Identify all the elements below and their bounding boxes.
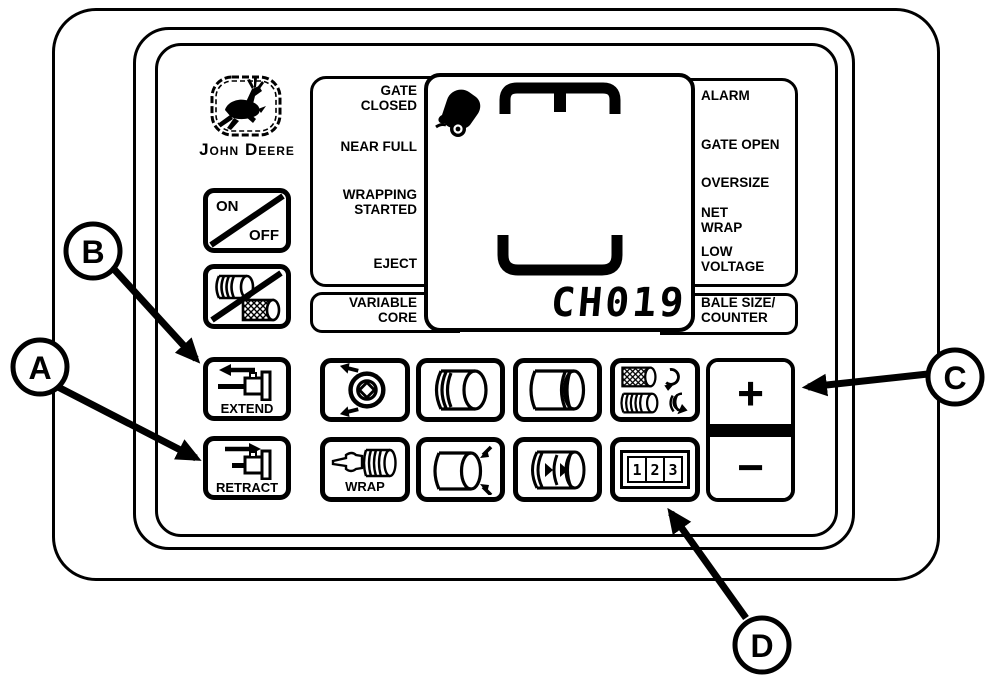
housing-outer-frame <box>52 8 940 581</box>
bale-icon-right-arcs <box>528 369 585 411</box>
retract-button[interactable]: RETRACT <box>203 436 291 500</box>
cylinder-extend-icon <box>218 364 272 401</box>
bale-icon-left-arcs <box>434 369 488 411</box>
on-off-slash-icon <box>209 193 285 248</box>
wrapping-started-label: WRAPPING STARTED <box>342 187 417 217</box>
adjust-key-group: + − <box>706 358 795 502</box>
off-label: OFF <box>249 227 279 244</box>
bale-size-icon <box>432 445 492 495</box>
hand-wrap-icon <box>331 448 397 477</box>
bale-size-button[interactable] <box>416 437 505 502</box>
variable-core-button[interactable] <box>320 358 410 422</box>
variable-core-icon <box>339 363 386 417</box>
bale-compress-icon <box>530 450 585 489</box>
wrap-material-toggle-button[interactable] <box>203 264 291 329</box>
oversize-label: OVERSIZE <box>701 175 770 190</box>
callout-c-letter: C <box>943 360 966 396</box>
counter-digit-2: 2 <box>645 456 665 483</box>
gate-open-label: GATE OPEN <box>701 137 780 152</box>
cylinder-retract-icon <box>225 443 272 480</box>
extend-button[interactable]: EXTEND <box>203 357 291 421</box>
counter-digit-1: 1 <box>627 456 647 483</box>
alarm-label: ALARM <box>701 88 750 103</box>
roll-rotation-icon <box>620 366 688 415</box>
counter-digit-3: 3 <box>663 456 683 483</box>
variable-core-label: VARIABLE CORE <box>348 295 417 325</box>
counter-display-bezel: 1 2 3 <box>620 450 690 489</box>
bale-counter-button[interactable]: 1 2 3 <box>610 437 700 502</box>
wrap-button[interactable]: WRAP <box>320 437 410 502</box>
lcd-display: CH019 <box>424 73 695 332</box>
net-twine-select-button[interactable] <box>610 358 700 422</box>
eject-label: EJECT <box>373 256 417 271</box>
bale-right-contour-button[interactable] <box>513 358 602 422</box>
extend-label: EXTEND <box>220 401 274 416</box>
callout-d-circle <box>732 615 792 675</box>
bale-size-counter-label: BALE SIZE/ COUNTER <box>701 295 776 325</box>
low-voltage-label: LOW VOLTAGE <box>701 244 765 274</box>
near-full-label: NEAR FULL <box>340 139 418 154</box>
gate-closed-label: GATE CLOSED <box>360 83 417 113</box>
bale-density-button[interactable] <box>513 437 602 502</box>
leaping-deer-icon <box>210 75 282 137</box>
twine-net-slash-icon <box>210 270 283 322</box>
bale-chamber-bottom-segment <box>497 235 623 276</box>
bale-left-contour-button[interactable] <box>416 358 505 422</box>
net-wrap-label: NET WRAP <box>701 205 743 235</box>
increase-button[interactable]: + <box>710 362 791 424</box>
decrease-button[interactable]: − <box>710 436 791 498</box>
wrap-label: WRAP <box>345 478 385 494</box>
on-label: ON <box>216 198 239 215</box>
adjust-divider <box>710 423 791 437</box>
callout-a-letter: A <box>28 350 51 386</box>
alarm-bell-icon <box>435 89 481 137</box>
bale-chamber-top-segment <box>499 82 621 114</box>
seven-segment-readout: CH019 <box>548 280 689 326</box>
callout-d-letter: D <box>750 628 773 664</box>
brand-name: John Deere <box>199 140 295 159</box>
retract-label: RETRACT <box>215 480 279 495</box>
power-on-off-button[interactable]: ON OFF <box>203 188 291 253</box>
john-deere-logo <box>208 74 284 138</box>
